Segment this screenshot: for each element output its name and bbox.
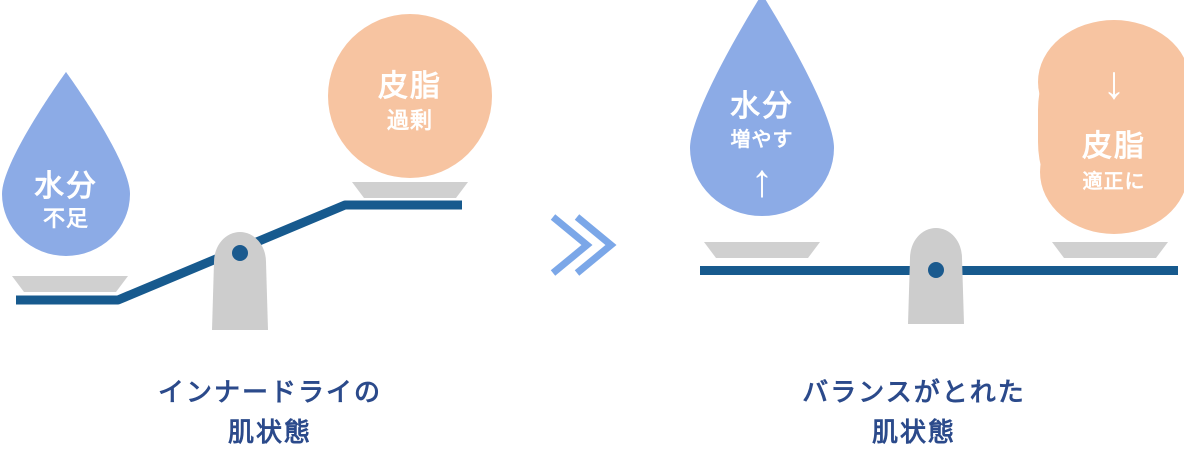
caption-line-2: 肌状態 [227, 417, 312, 447]
tray-left [704, 242, 820, 258]
pivot-dot [232, 245, 248, 261]
double-chevron-right-icon [545, 205, 645, 285]
water-drop-shape-left [2, 72, 130, 256]
tray-right [1052, 242, 1168, 258]
tray-left [12, 276, 128, 292]
seesaw-scene-balanced: 水分 増やす ↑ ↓ 皮脂 適正に [644, 0, 1184, 350]
panel-balanced: 水分 増やす ↑ ↓ 皮脂 適正に バランスがとれた 肌状態 [644, 0, 1184, 472]
tray-right [352, 182, 468, 198]
sebum-sub-label-right: 適正に [1083, 169, 1146, 193]
water-drop-sub-label-right: 増やす [731, 127, 794, 151]
water-drop-shape-right [690, 0, 834, 216]
sebum-blob-shape-left [328, 14, 492, 178]
caption-inner-dry: インナードライの 肌状態 [0, 372, 540, 452]
pivot-dot [928, 262, 944, 278]
sebum-main-label-right: 皮脂 [1082, 130, 1146, 163]
fulcrum-right [908, 228, 964, 324]
sebum-down-arrow-icon: ↓ [1103, 56, 1126, 108]
caption-line-1: バランスがとれた [802, 377, 1026, 407]
water-drop-main-label-right: 水分 [730, 90, 794, 123]
sebum-sub-label-left: 過剰 [387, 108, 433, 133]
water-drop-sub-label-left: 不足 [43, 206, 89, 231]
caption-balanced: バランスがとれた 肌状態 [644, 372, 1184, 452]
fulcrum-left [212, 232, 268, 330]
sebum-blob-shape-right [1038, 20, 1184, 234]
sebum-main-label-left: 皮脂 [378, 70, 442, 103]
water-drop-main-label-left: 水分 [34, 170, 98, 203]
caption-line-2: 肌状態 [871, 417, 956, 447]
seesaw-scene-inner-dry: 水分 不足 皮脂 過剰 [0, 0, 540, 350]
water-drop-up-arrow-icon: ↑ [751, 154, 774, 206]
caption-line-1: インナードライの [157, 377, 382, 407]
panel-inner-dry: 水分 不足 皮脂 過剰 インナードライの 肌状態 [0, 0, 540, 472]
